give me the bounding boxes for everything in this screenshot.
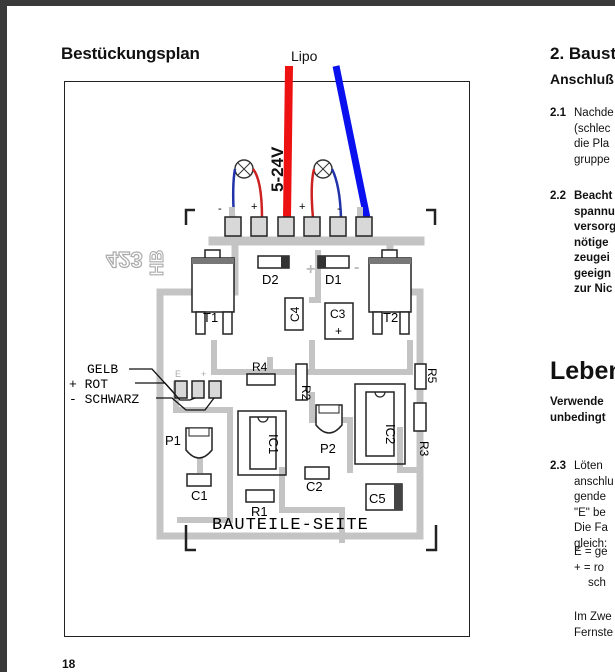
capacitor-c4: [284, 297, 304, 331]
label-c2: C2: [306, 479, 323, 494]
wire-label-gelb: GELB: [87, 362, 118, 377]
page-number: 18: [62, 657, 76, 671]
pad-sign: -: [218, 203, 222, 215]
transistor-t2: [368, 249, 412, 335]
pad-sign: +: [251, 201, 257, 213]
right-subheading: Anschluß: [550, 71, 614, 87]
capacitor-c3: [324, 302, 354, 340]
connector-pads: [224, 216, 373, 237]
label-d1: D1: [325, 272, 342, 287]
label-t1: T1: [203, 310, 218, 325]
pad-sign: +: [299, 201, 305, 213]
label-t2: T2: [383, 310, 398, 325]
lipo-label: Lipo: [291, 48, 318, 64]
top-border: [0, 0, 615, 6]
label-p1: P1: [165, 433, 181, 448]
board-id-label: 423: [106, 247, 143, 272]
lamp-left-icon: [231, 159, 264, 219]
label-c1: C1: [191, 488, 208, 503]
label-r5: R5: [425, 368, 439, 384]
capacitor-c2: [304, 466, 330, 480]
section-title-bestueckungsplan: Bestückungsplan: [61, 44, 200, 63]
board-hb-label: HB: [147, 250, 167, 276]
color-legend: E = ge + = ro sch: [574, 546, 608, 589]
pad-letter: +: [201, 369, 206, 379]
label-c5: C5: [369, 491, 386, 506]
item-2-3-text: Löten anschlu gende "E" be Die Fa gleich…: [574, 460, 614, 550]
bauteile-seite-label: BAUTEILE-SEITE: [212, 516, 369, 535]
resistor-r2: [295, 363, 308, 401]
resistor-r4: [246, 373, 276, 386]
label-d2: D2: [262, 272, 279, 287]
item-2-1-text: Nachde (schlec die Pla gruppe: [574, 107, 614, 166]
label-p2: P2: [320, 441, 336, 456]
item-number: 2.2: [550, 190, 566, 202]
tail-text: Im Zwe Fernste: [574, 611, 613, 639]
ic2-chip: [354, 383, 406, 465]
label-ic1: IC1: [266, 434, 281, 454]
board-plus: +: [306, 261, 315, 278]
resistor-r5: [414, 363, 427, 390]
resistor-r3: [413, 402, 427, 432]
corner-marks: [184, 208, 438, 552]
potentiometer-p2: [315, 404, 343, 434]
lamp-right-icon: [310, 159, 343, 219]
right-heading: 2. Baust: [550, 44, 615, 63]
c3-plus: +: [335, 324, 342, 338]
wire-label-schwarz: - SCHWARZ: [69, 392, 139, 407]
ic1-chip: [237, 410, 287, 476]
label-r1: R1: [251, 504, 268, 519]
wire-label-rot: + ROT: [69, 377, 108, 392]
diagram-frame: [64, 81, 470, 637]
left-border: [0, 0, 7, 672]
transistor-t1: [191, 249, 235, 335]
label-r2: R2: [299, 385, 313, 401]
label-r4: R4: [252, 360, 268, 374]
board-minus: -: [354, 259, 359, 276]
label-ic2: IC2: [383, 424, 398, 444]
lipo-red-wire: [283, 65, 293, 219]
item-number: 2.3: [550, 460, 566, 472]
item-2-2-text: Beacht spannu versorg nötige zeugei geei…: [574, 190, 615, 295]
voltage-label: 5-24V: [268, 146, 287, 192]
wire-pads: [174, 380, 222, 399]
label-c4: C4: [288, 306, 302, 322]
potentiometer-p1: [185, 427, 213, 459]
section-heading-leben: Leben: [550, 357, 615, 385]
capacitor-c1: [186, 473, 212, 487]
wire-leader-lines: [129, 368, 215, 411]
section-intro: Verwende unbedingt: [550, 396, 606, 424]
resistor-r1: [245, 489, 275, 503]
lipo-blue-wire: [332, 65, 371, 219]
label-c3: C3: [330, 307, 346, 321]
pad-sign: -: [337, 203, 341, 215]
pad-letter: E: [175, 369, 181, 379]
label-r3: R3: [417, 441, 431, 457]
item-number: 2.1: [550, 107, 566, 119]
